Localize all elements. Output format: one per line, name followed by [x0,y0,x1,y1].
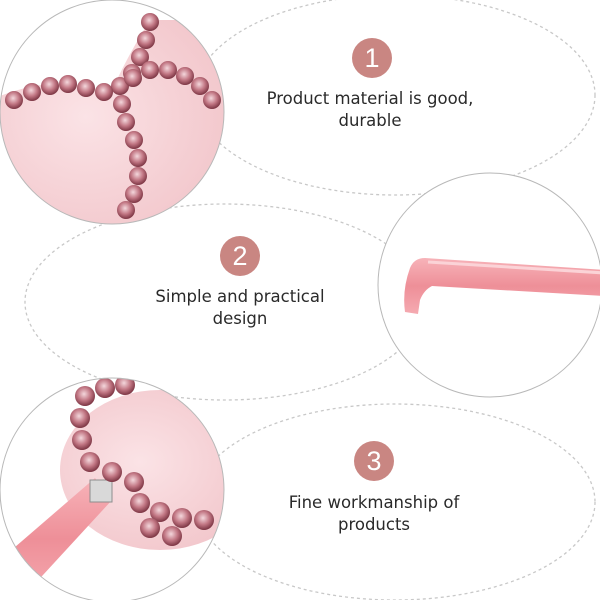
temple-arm-photo [378,173,600,397]
feature-2-number-badge: 2 [220,236,260,276]
dashed-oval-1 [194,0,596,196]
feature-1-line-2: durable [338,111,402,130]
photo-circle-1-border [0,0,225,225]
photo-circle-2-border [377,172,600,398]
feature-3-line-2: products [337,515,411,534]
feature-2-text: Simple and practical design [120,286,360,330]
rhinestone-closeup-photo [0,0,224,224]
feature-2-line-1: Simple and practical [155,287,325,306]
feature-1-text: Product material is good, durable [250,88,490,132]
lens-hinge-photo [0,378,224,600]
feature-1-line-1: Product material is good, [266,89,474,108]
feature-3-number-badge: 3 [354,441,394,481]
photo-circle-3-border [0,377,225,600]
feature-3-line-1: Fine workmanship of [288,493,460,512]
feature-3-text: Fine workmanship of products [254,492,494,536]
feature-2-line-2: design [212,309,268,328]
feature-1-number-badge: 1 [352,38,392,78]
